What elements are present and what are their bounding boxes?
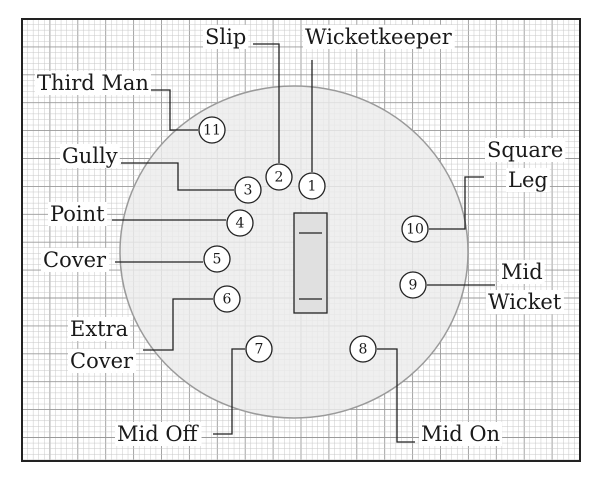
fielder-marker: [399, 271, 427, 299]
leader-line: [213, 348, 245, 435]
leader-line: [146, 89, 198, 131]
fielder-marker: [198, 116, 226, 144]
fielder-number: 6: [223, 292, 232, 308]
fielder-label: Extra: [70, 317, 128, 341]
label-background: [485, 138, 566, 162]
fielder-slip: 2 Slip: [203, 25, 293, 191]
fielder-point: 4 Point: [48, 202, 254, 237]
fielder-number: 11: [203, 123, 221, 139]
fielder-number: 5: [213, 252, 222, 268]
leader-line: [429, 176, 484, 230]
fielder-label: Cover: [43, 248, 107, 272]
fielder-number: 1: [308, 179, 317, 195]
diagram-frame: [21, 18, 581, 462]
fielder-number: 9: [409, 278, 418, 294]
fielder-marker: [234, 176, 262, 204]
pitch: [293, 212, 328, 314]
fielder-label: Mid On: [421, 422, 500, 446]
fielder-label: Gully: [62, 144, 118, 168]
fielder-label: Leg: [508, 168, 548, 192]
fielder-marker: [265, 163, 293, 191]
fielder-number: 2: [275, 170, 284, 186]
label-background: [506, 168, 550, 192]
label-background: [35, 71, 151, 95]
fielder-label: Mid Off: [117, 422, 200, 446]
fielder-marker: [401, 215, 429, 243]
label-background: [115, 422, 202, 446]
label-background: [303, 25, 455, 49]
leader-line: [121, 162, 234, 191]
fielder-cover: 5 Cover: [41, 245, 231, 273]
fielder-label: Cover: [70, 349, 134, 373]
label-background: [419, 422, 503, 446]
fielder-marker: [213, 285, 241, 313]
fielder-label: Third Man: [37, 71, 149, 95]
leader-line: [377, 348, 415, 443]
fielder-number: 10: [406, 222, 424, 238]
label-background: [68, 317, 131, 341]
fielder-number: 8: [359, 342, 368, 358]
fielder-marker: [298, 172, 326, 200]
fielder-number: 3: [244, 183, 253, 199]
label-background: [68, 349, 137, 373]
leader-line: [253, 43, 280, 163]
fielder-label: Slip: [205, 25, 246, 49]
fielder-label: Mid: [501, 260, 543, 284]
fielder-label: Point: [50, 202, 105, 226]
label-background: [48, 202, 108, 226]
fielder-label: Wicket: [488, 290, 562, 314]
fielder-third-man: 11 Third Man: [35, 71, 226, 144]
fielder-label: Square: [487, 138, 563, 162]
fielder-marker: [226, 209, 254, 237]
fielder-marker: [245, 335, 273, 363]
fielder-marker: [349, 335, 377, 363]
label-background: [60, 144, 120, 168]
label-background: [203, 25, 249, 49]
fielder-number: 4: [236, 216, 245, 232]
label-background: [486, 290, 564, 314]
fielder-wicketkeeper: 1 Wicketkeeper: [298, 25, 455, 200]
fielder-positions: 1Wicketkeeper2Slip3Gully4Point5Cover6Ext…: [35, 25, 566, 446]
label-background: [41, 248, 110, 272]
fielder-number: 7: [255, 342, 264, 358]
fielder-gully: 3 Gully: [60, 144, 262, 204]
fielder-label: Wicketkeeper: [305, 25, 453, 49]
fielder-marker: [203, 245, 231, 273]
pitch-strip: [293, 212, 328, 314]
leader-line: [143, 298, 213, 351]
label-background: [499, 260, 545, 284]
